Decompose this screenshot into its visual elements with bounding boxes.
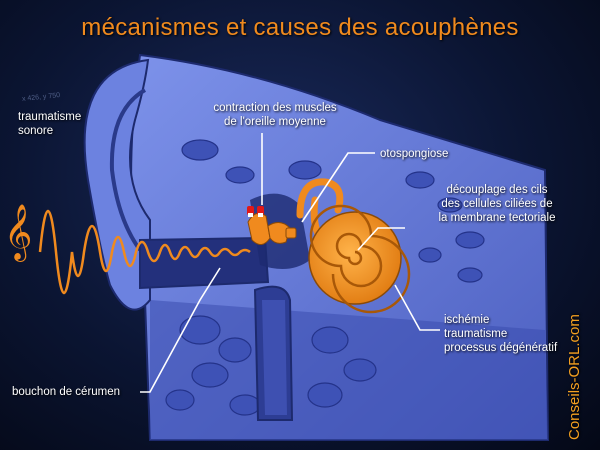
sound-wave xyxy=(38,210,251,294)
pinna-fold xyxy=(109,88,147,252)
label-line: sonore xyxy=(18,125,54,137)
page-title: mécanismes et causes des acouphènes xyxy=(81,14,519,41)
label-line: bouchon de cérumen xyxy=(12,386,121,398)
label-line: des cellules ciliées de xyxy=(441,198,553,210)
cochlea xyxy=(308,204,411,314)
label-line: de l'oreille moyenne xyxy=(224,116,326,128)
label-line: processus dégénératif xyxy=(444,342,558,354)
ear-canal xyxy=(139,236,270,290)
label-line: la membrane tectoriale xyxy=(438,212,556,224)
pinna xyxy=(83,58,151,311)
label-ischemie: ischémie traumatisme processus dégénérat… xyxy=(444,313,557,355)
ossicles xyxy=(247,212,297,245)
label-line: otospongiose xyxy=(380,148,449,160)
middle-ear-muscles xyxy=(247,206,264,217)
label-otospongiose: otospongiose xyxy=(380,147,448,161)
leader-lines xyxy=(140,133,440,393)
label-traumatisme-sonore: traumatisme sonore xyxy=(18,110,81,138)
brand-logo-text: Conseils-ORL.com xyxy=(566,314,583,440)
label-decouplage-cils: découplage des cils des cellules ciliées… xyxy=(422,183,572,225)
label-line: contraction des muscles xyxy=(213,102,337,114)
label-line: découplage des cils xyxy=(446,184,548,196)
label-line: traumatisme xyxy=(18,111,82,123)
label-contraction-muscles: contraction des muscles de l'oreille moy… xyxy=(200,101,350,129)
bone-texture xyxy=(165,139,485,416)
label-line: ischémie xyxy=(444,314,490,326)
label-bouchon-cerumen: bouchon de cérumen xyxy=(12,385,120,399)
label-line: traumatisme xyxy=(444,328,508,340)
treble-clef-icon: 𝄞 xyxy=(4,204,33,260)
